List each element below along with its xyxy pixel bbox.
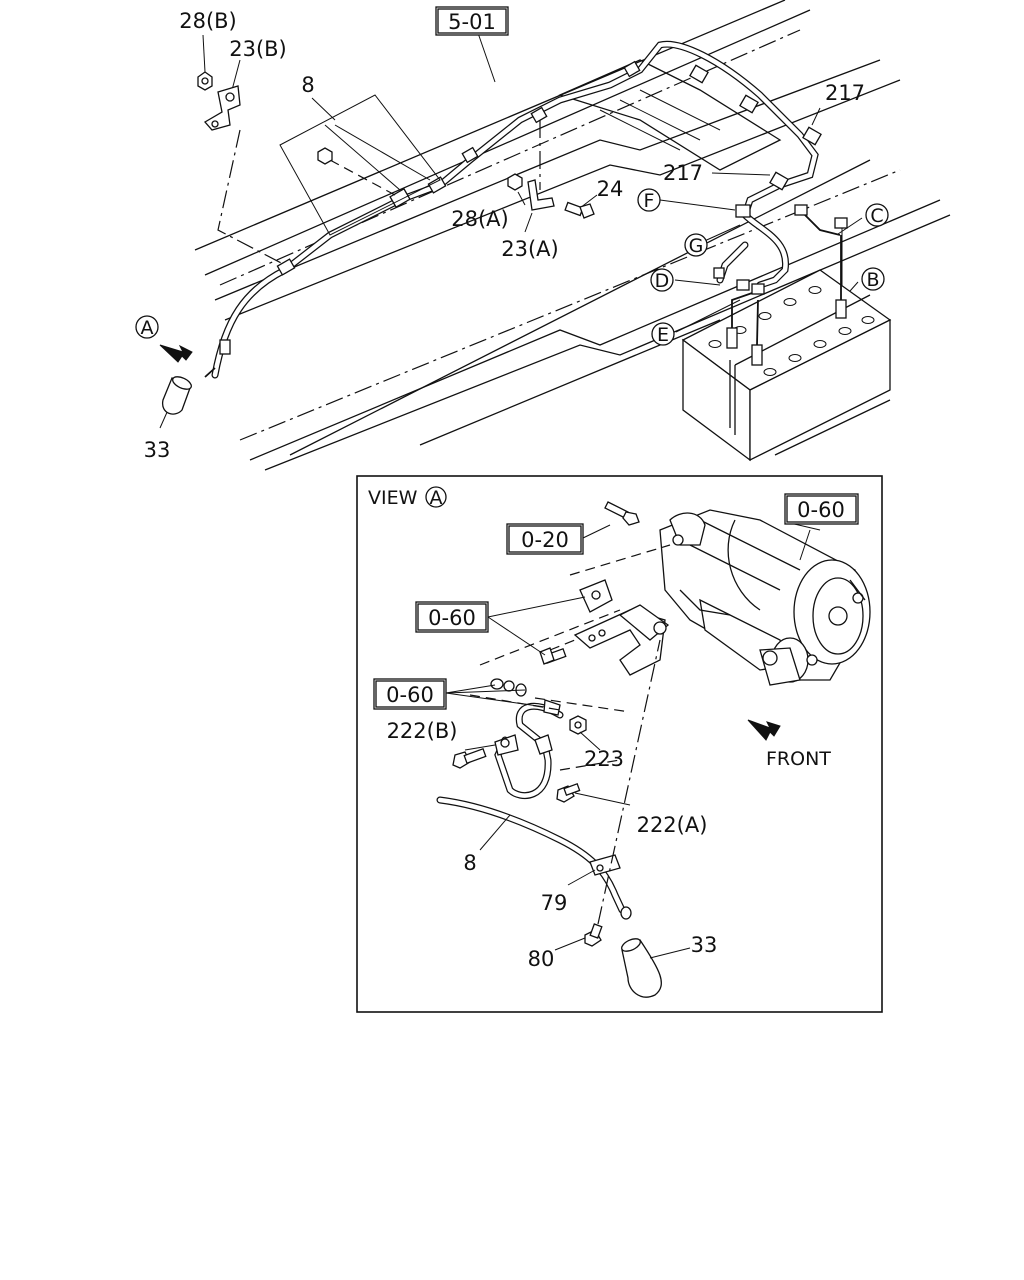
- chassis-frame: [194, 0, 951, 471]
- nut-28a-part: [507, 173, 523, 191]
- callout-clip-217-upper: 217: [825, 81, 865, 105]
- ground-strap-cable: [494, 699, 564, 799]
- circle-letter-a-main: A: [135, 315, 159, 339]
- callout-boot-33-top: 33: [144, 438, 171, 462]
- svg-text:VIEW: VIEW: [368, 487, 418, 509]
- starter-cable-8-view: [436, 796, 632, 920]
- ref-box-view-starter: 0-60: [784, 493, 859, 525]
- ref-box-main-section-text: 5-01: [448, 10, 496, 34]
- bolt-222a-part: [556, 783, 581, 803]
- ref-box-view-starter-text: 0-60: [797, 498, 845, 522]
- circle-letter-f: F: [637, 188, 661, 212]
- starter-motor-part: [659, 509, 871, 686]
- ref-box-view-washers: 0-60: [373, 678, 447, 710]
- nut-28b-part: [197, 71, 213, 91]
- callout-cable-8-top: 8: [301, 73, 314, 97]
- callout-bracket-23a: 23(A): [501, 237, 558, 261]
- nut-upper-cable-part: [317, 147, 333, 165]
- ref-box-view-bracket-text: 0-60: [428, 606, 476, 630]
- callout-nut-28a: 28(A): [451, 207, 508, 231]
- bolt-0-20-part: [604, 501, 640, 526]
- view-title: VIEW A: [368, 486, 447, 509]
- svg-text:C: C: [870, 205, 883, 227]
- callout-nut-223: 223: [584, 747, 624, 771]
- front-arrow-icon: [747, 719, 781, 741]
- circle-letter-d: D: [650, 268, 674, 292]
- ref-box-view-bracket: 0-60: [415, 601, 489, 633]
- boot-33-view-part: [621, 938, 662, 998]
- view-leader-lines: [445, 522, 821, 959]
- front-label: FRONT: [766, 748, 831, 770]
- callout-boot-33-view: 33: [691, 933, 718, 957]
- callout-bolt-222b: 222(B): [387, 719, 458, 743]
- circle-letter-a-view: A: [430, 487, 443, 509]
- nut-223-part: [569, 715, 587, 735]
- callout-bolt-24: 24: [597, 177, 624, 201]
- arrow-a-main: [159, 344, 193, 363]
- bolt-80-part: [584, 923, 603, 947]
- circle-letter-g: G: [684, 233, 708, 257]
- callout-bracket-23b: 23(B): [229, 37, 287, 61]
- bolt-24-part: [564, 201, 595, 219]
- callout-bolt-80: 80: [528, 947, 555, 971]
- bracket-23a-part: [527, 179, 555, 211]
- bolt-bracket-part: [539, 647, 567, 665]
- callout-cable-8-view: 8: [463, 851, 476, 875]
- ref-box-view-bolt-text: 0-20: [521, 528, 569, 552]
- circle-letter-e: E: [651, 322, 675, 346]
- bracket-23b-part: [203, 85, 241, 131]
- svg-text:D: D: [655, 270, 670, 292]
- ref-box-view-washers-text: 0-60: [386, 683, 434, 707]
- svg-text:B: B: [866, 269, 879, 291]
- svg-text:F: F: [644, 190, 655, 212]
- callout-clip-217-lower: 217: [663, 161, 703, 185]
- ref-box-main-section: 5-01: [435, 6, 509, 36]
- callout-nut-28b: 28(B): [179, 9, 237, 33]
- upper-leader-lines: [159, 32, 863, 429]
- starter-bracket-part: [573, 579, 670, 676]
- svg-text:E: E: [657, 324, 669, 346]
- svg-text:A: A: [141, 317, 154, 339]
- bolt-222b-part: [452, 747, 487, 769]
- circle-letter-b: B: [861, 267, 885, 291]
- callout-clip-79: 79: [541, 891, 568, 915]
- boot-33-top-part: [162, 367, 216, 415]
- battery-pack: [681, 204, 892, 462]
- callout-bolt-222a: 222(A): [637, 813, 708, 837]
- main-harness-cable: [211, 40, 841, 379]
- ref-box-view-bolt: 0-20: [506, 523, 584, 555]
- svg-text:G: G: [689, 235, 704, 257]
- circle-letter-c: C: [865, 203, 889, 227]
- view-a-detail-panel: VIEW A: [356, 475, 883, 1013]
